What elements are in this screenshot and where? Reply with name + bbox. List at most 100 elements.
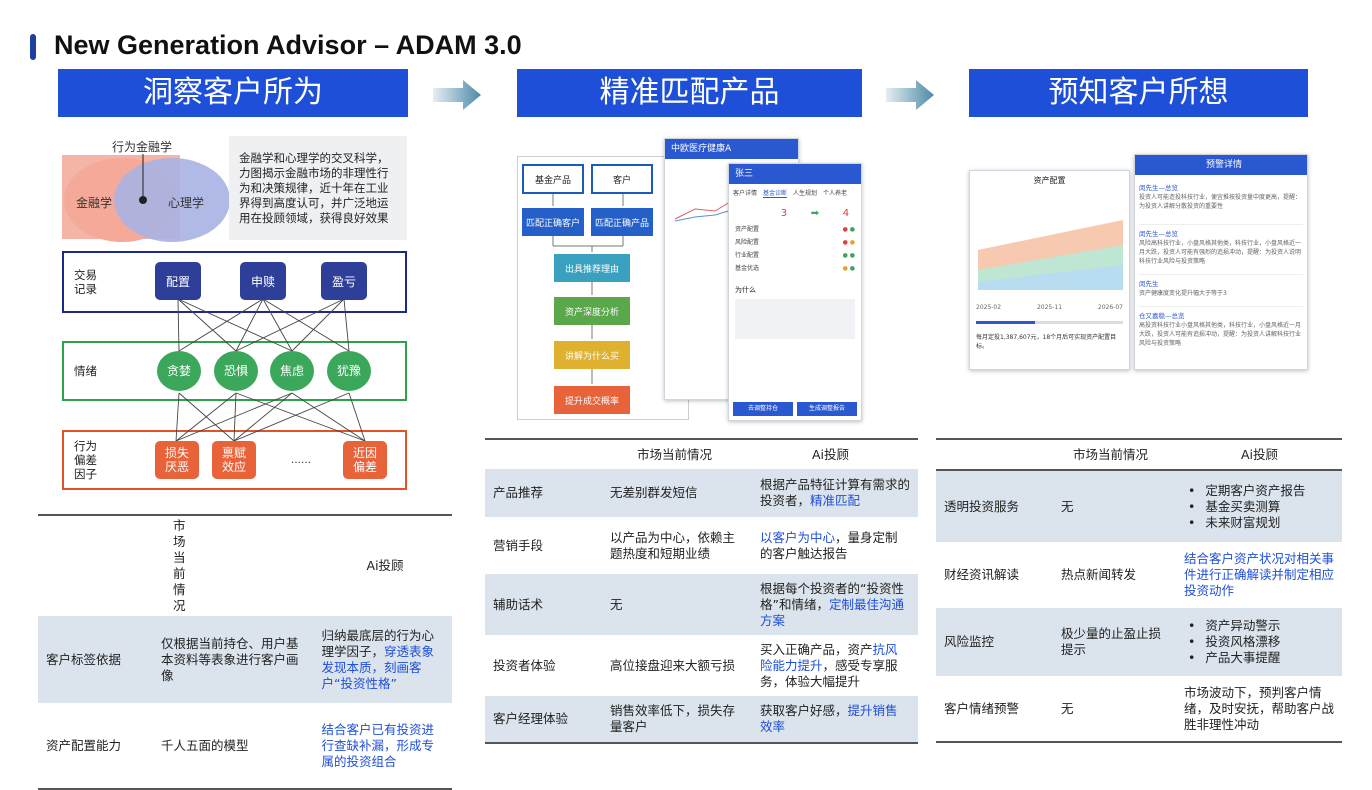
column-header-3: 预知客户所想 xyxy=(969,69,1308,117)
column-header-2: 精准匹配产品 xyxy=(517,69,862,117)
table-header-row: 市场当前情况 Ai投顾 xyxy=(485,439,918,469)
score-before: 3 xyxy=(780,208,788,219)
row-ai: 根据每个投资者的“投资性格”和情绪，定制最佳沟通方案 xyxy=(760,580,904,628)
score-after: 4 xyxy=(842,208,850,219)
row-label-emotion: 情绪 xyxy=(74,364,97,378)
column-header-1: 洞察客户所为 xyxy=(58,69,408,117)
trade-record-box xyxy=(62,251,407,313)
mock-row: 基金优选 ● ● xyxy=(735,265,855,272)
comparison-table-1: 市场当前情况 Ai投顾 客户标签依据 仅根据当前持仓、用户基本资料等表象进行客户… xyxy=(38,514,452,790)
row-current: 热点新闻转发 xyxy=(1061,567,1137,582)
comparison-table-2: 市场当前情况 Ai投顾 产品推荐 无差别群发短信 根据产品特征计算有需求的投资者… xyxy=(485,438,918,744)
row-ai: 获取客户好感，提升销售效率 xyxy=(760,703,898,734)
table-row: 资产配置能力 千人五面的模型 结合客户已有投资进行查缺补漏，形成专属的投资组合 xyxy=(38,703,452,789)
comparison-table-3: 市场当前情况 Ai投顾 透明投资服务 无 定期客户资产报告基金买卖测算未来财富规… xyxy=(936,438,1342,743)
header-ai: Ai投顾 xyxy=(812,446,850,462)
row-ai: 结合客户已有投资进行查缺补漏，形成专属的投资组合 xyxy=(321,721,435,769)
row-current: 高位接盘迎来大额亏损 xyxy=(610,657,736,673)
flow-arrows xyxy=(552,194,624,384)
table-header-row: 市场当前情况 Ai投顾 xyxy=(936,439,1342,470)
row-ai: 资产异动警示投资风格漂移产品大事提醒 xyxy=(1176,608,1342,676)
allocation-footer: 每月定投1,387,607元，18个月后可实现资产配置目标。 xyxy=(976,334,1117,350)
table-row: 客户情绪预警 无 市场波动下，预判客户情绪，及时安抚，帮助客户战胜非理性冲动 xyxy=(936,676,1342,742)
node-pnl: 盈亏 xyxy=(321,262,367,300)
mock-tab: 基金诊断 xyxy=(763,190,788,198)
mock-rows: 资产配置 ● ● 风险配置 ● ● 行业配置 ● ● 基金优选 ● ● xyxy=(729,223,861,275)
mock-buttons: 去调整持仓 生成调整报告 xyxy=(733,402,857,416)
row-label: 客户情绪预警 xyxy=(944,700,1020,716)
report-button[interactable]: 生成调整报告 xyxy=(797,402,857,416)
node-loss-aversion: 损失厌恶 xyxy=(155,441,199,479)
row-ai: 归纳最底层的行为心理学因子，穿透表象发现本质，刻画客户“投资性格” xyxy=(321,627,435,691)
row-label-bias: 行为偏差因子 xyxy=(74,439,97,481)
table-row: 风险监控 极少量的止盈止损提示 资产异动警示投资风格漂移产品大事提醒 xyxy=(936,608,1342,676)
row-label: 营销手段 xyxy=(493,537,544,553)
arrow-right-icon xyxy=(886,80,934,110)
row-current: 无 xyxy=(1061,700,1074,716)
table-row: 产品推荐 无差别群发短信 根据产品特征计算有需求的投资者，精准匹配 xyxy=(485,469,918,517)
flow-match-client: 匹配正确客户 xyxy=(522,208,584,236)
row-label: 投资者体验 xyxy=(493,657,556,673)
alert-item[interactable]: 闵先生—总览 投资人可能造投科技行业，便宜推按投资量中度更高，提醒：为投资人讲解… xyxy=(1139,179,1303,225)
mock-phone-alerts: 预警详情 闵先生—总览 投资人可能造投科技行业，便宜推按投资量中度更高，提醒：为… xyxy=(1134,154,1308,370)
mock-tabs: 客户详情 基金诊断 人生规划 个人养老 xyxy=(729,184,861,202)
row-ai: 以客户为中心，量身定制的客户触达报告 xyxy=(760,529,898,561)
node-endowment: 禀赋效应 xyxy=(212,441,256,479)
mock-phone-client-title: 张三 xyxy=(729,164,861,184)
row-label: 辅助话术 xyxy=(493,596,544,612)
row-current: 无 xyxy=(610,596,623,612)
network-links xyxy=(175,298,366,442)
row-label: 客户标签依据 xyxy=(46,651,122,667)
allocation-slider[interactable] xyxy=(976,321,1123,324)
table-row: 辅助话术 无 根据每个投资者的“投资性格”和情绪，定制最佳沟通方案 xyxy=(485,574,918,635)
header-current: 市场当前情况 xyxy=(173,518,186,613)
arrow-right-icon: ➡ xyxy=(810,208,820,219)
flow-product: 基金产品 xyxy=(522,164,584,194)
header-current: 市场当前情况 xyxy=(1073,446,1149,462)
mock-row: 风险配置 ● ● xyxy=(735,239,855,246)
row-ai: 根据产品特征计算有需求的投资者，精准匹配 xyxy=(760,477,911,508)
table-header-row: 市场当前情况 Ai投顾 xyxy=(38,515,452,616)
header-current: 市场当前情况 xyxy=(637,446,713,462)
row-current: 以产品为中心，依赖主题热度和短期业绩 xyxy=(610,529,736,561)
row-current: 无 xyxy=(1061,498,1074,514)
node-ellipsis: …… xyxy=(291,455,311,466)
node-fear: 恐惧 xyxy=(214,351,258,391)
row-label: 产品推荐 xyxy=(493,485,544,500)
alert-item[interactable]: 闵先生—总览 风险高科技行业，小盘风格其他类，科技行业，小盘风格近一月大跌，投资… xyxy=(1139,225,1303,275)
venn-top-label: 行为金融学 xyxy=(112,140,173,154)
emotion-box xyxy=(62,341,407,401)
node-hesitation: 犹豫 xyxy=(327,351,371,391)
node-anxiety: 焦虑 xyxy=(270,351,314,391)
flow-client: 客户 xyxy=(591,164,653,194)
allocation-title: 资产配置 xyxy=(1033,176,1066,185)
flow-panel xyxy=(517,156,689,420)
header-ai: Ai投顾 xyxy=(366,558,404,573)
mock-phone-product-title: 中欧医疗健康A xyxy=(665,139,798,159)
row-current: 销售效率低下，损失存量客户 xyxy=(610,703,736,734)
mock-why-panel xyxy=(735,299,855,339)
row-ai: 定期客户资产报告基金买卖测算未来财富规划 xyxy=(1176,470,1342,542)
node-greed: 贪婪 xyxy=(157,351,201,391)
row-label: 财经资讯解读 xyxy=(944,567,1020,582)
alert-list: 闵先生—总览 投资人可能造投科技行业，便宜推按投资量中度更高，提醒：为投资人讲解… xyxy=(1135,175,1307,357)
venn-right-label: 心理学 xyxy=(168,196,205,210)
mock-tab: 个人养老 xyxy=(823,190,848,197)
table-row: 客户标签依据 仅根据当前持仓、用户基本资料等表象进行客户画像 归纳最底层的行为心… xyxy=(38,616,452,703)
alert-item[interactable]: 闵先生 资产健康度变化提升幅大于等于3 xyxy=(1139,275,1303,307)
node-redeem: 申赎 xyxy=(240,262,286,300)
row-current: 仅根据当前持仓、用户基本资料等表象进行客户画像 xyxy=(161,635,299,683)
header-ai: Ai投顾 xyxy=(1241,446,1279,462)
adjust-button[interactable]: 去调整持仓 xyxy=(733,402,793,416)
row-ai: 结合客户资产状况对相关事件进行正确解读并制定相应投资动作 xyxy=(1184,551,1335,598)
allocation-area-chart xyxy=(978,220,1123,290)
alert-item[interactable]: 仓又嘉稳—总览 高投资科技行业小盘风格其他类，科技行业，小盘风格近一月大跌，投资… xyxy=(1139,312,1302,347)
mock-tab: 客户详情 xyxy=(733,190,758,197)
row-label-trade: 交易记录 xyxy=(74,268,97,296)
table-row: 客户经理体验 销售效率低下，损失存量客户 获取客户好感，提升销售效率 xyxy=(485,696,918,743)
table-row: 营销手段 以产品为中心，依赖主题热度和短期业绩 以客户为中心，量身定制的客户触达… xyxy=(485,517,918,574)
page-title: New Generation Advisor – ADAM 3.0 xyxy=(54,30,522,60)
mock-why: 为什么 xyxy=(735,286,756,294)
